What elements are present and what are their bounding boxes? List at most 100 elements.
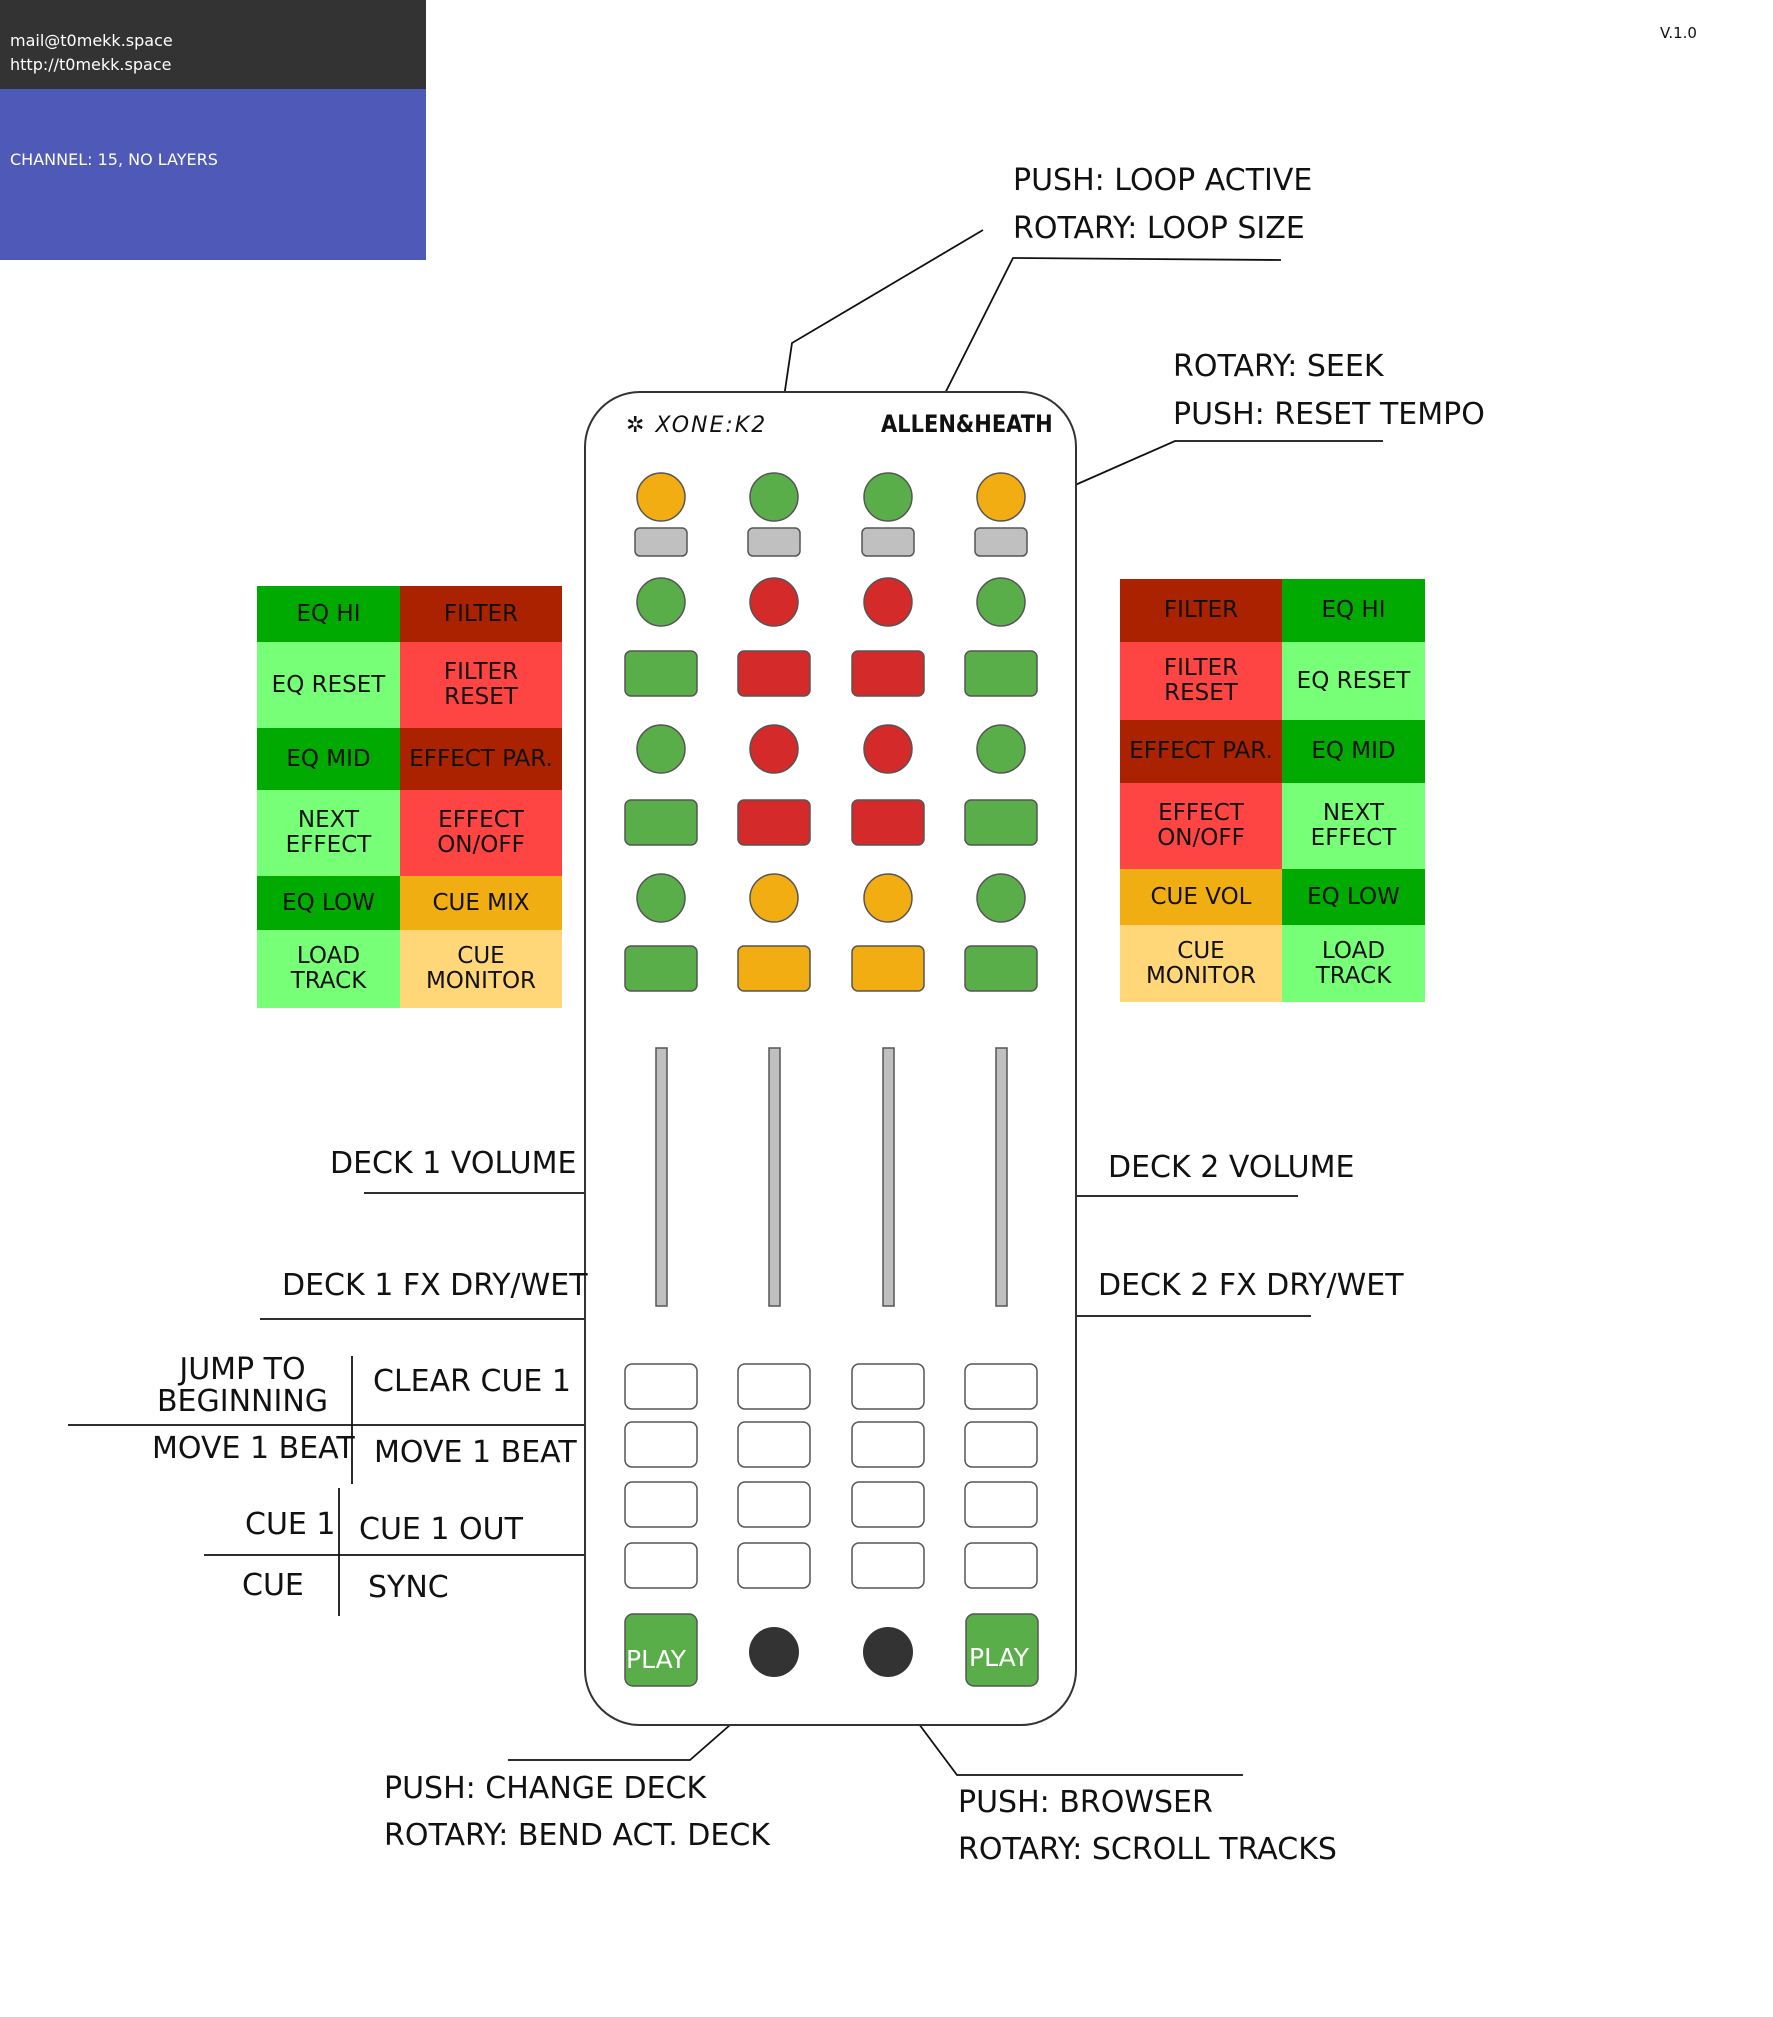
left-panel-eq-reset: EQ RESET	[257, 642, 400, 728]
pot-button-row1-1[interactable]	[624, 650, 698, 697]
browser-line	[903, 1703, 1243, 1776]
sync-label: SYNC	[368, 1570, 449, 1605]
right-panel-effect-onoff: EFFECT ON/OFF	[1120, 783, 1282, 869]
contact-website[interactable]: http://t0mekk.space	[10, 55, 172, 74]
browser-knob[interactable]	[863, 1627, 913, 1677]
pot-button-row3-2[interactable]	[737, 945, 811, 992]
pot-button-row3-4[interactable]	[964, 945, 1038, 992]
pot-knob-row3-2[interactable]	[749, 873, 799, 923]
left-panel-filter-reset: FILTER RESET	[400, 642, 562, 728]
pad-row2-1[interactable]	[624, 1421, 698, 1468]
fader-2[interactable]	[768, 1047, 781, 1307]
deck2-volume-label: DECK 2 VOLUME	[1108, 1150, 1355, 1185]
pad-row3-3[interactable]	[851, 1481, 925, 1528]
play-label-deck2: PLAY	[969, 1643, 1030, 1672]
controller-body	[584, 391, 1077, 1726]
pot-button-row1-4[interactable]	[964, 650, 1038, 697]
change-deck-knob[interactable]	[749, 1627, 799, 1677]
version-label: V.1.0	[1660, 24, 1697, 42]
encoder-button-2[interactable]	[747, 527, 801, 557]
change-deck-label: PUSH: CHANGE DECK	[384, 1771, 707, 1806]
pot-knob-row2-3[interactable]	[863, 724, 913, 774]
pot-knob-row2-4[interactable]	[976, 724, 1026, 774]
pad-row3-2[interactable]	[737, 1481, 811, 1528]
pad-row2-4[interactable]	[964, 1421, 1038, 1468]
play-button-deck1[interactable]	[624, 1613, 698, 1687]
pot-knob-row3-4[interactable]	[976, 873, 1026, 923]
pot-knob-row1-1[interactable]	[636, 577, 686, 627]
fader-1[interactable]	[655, 1047, 668, 1307]
brand-logo: ALLEN&HEATH	[881, 410, 1053, 438]
deck1-volume-label: DECK 1 VOLUME	[330, 1146, 577, 1181]
encoder-knob-4[interactable]	[976, 472, 1026, 522]
pot-knob-row2-2[interactable]	[749, 724, 799, 774]
pad-row3-4[interactable]	[964, 1481, 1038, 1528]
left-panel-next-effect: NEXT EFFECT	[257, 790, 400, 876]
cue-label: CUE	[242, 1568, 304, 1603]
encoder-knob-2[interactable]	[749, 472, 799, 522]
pot-knob-row1-4[interactable]	[976, 577, 1026, 627]
encoder-button-1[interactable]	[634, 527, 688, 557]
scroll-tracks-label: ROTARY: SCROLL TRACKS	[958, 1832, 1337, 1867]
encoder-knob-3[interactable]	[863, 472, 913, 522]
pot-button-row2-4[interactable]	[964, 799, 1038, 846]
jump-label: JUMP TO BEGINNING	[156, 1352, 329, 1419]
pad-row1-1[interactable]	[624, 1363, 698, 1410]
left-panel-eq-low: EQ LOW	[257, 876, 400, 930]
bend-label: ROTARY: BEND ACT. DECK	[384, 1818, 770, 1853]
pad-row4-2[interactable]	[737, 1542, 811, 1589]
pad-row1-2[interactable]	[737, 1363, 811, 1410]
right-panel-cue-monitor: CUE MONITOR	[1120, 925, 1282, 1002]
left-panel-cue-monitor: CUE MONITOR	[400, 930, 562, 1008]
pad-row4-3[interactable]	[851, 1542, 925, 1589]
encoder-button-4[interactable]	[974, 527, 1028, 557]
right-panel-eq-hi: EQ HI	[1282, 579, 1425, 642]
pad-row4-4[interactable]	[964, 1542, 1038, 1589]
pot-button-row2-1[interactable]	[624, 799, 698, 846]
play-label-deck1: PLAY	[626, 1645, 687, 1674]
pot-button-row3-3[interactable]	[851, 945, 925, 992]
encoder-button-3[interactable]	[861, 527, 915, 557]
pot-button-row1-2[interactable]	[737, 650, 811, 697]
pot-button-row2-3[interactable]	[851, 799, 925, 846]
contact-email[interactable]: mail@t0mekk.space	[10, 31, 173, 50]
deck2-fx-label: DECK 2 FX DRY/WET	[1098, 1268, 1404, 1303]
pot-button-row2-2[interactable]	[737, 799, 811, 846]
left-panel-load-track: LOAD TRACK	[257, 930, 400, 1008]
fader-3[interactable]	[882, 1047, 895, 1307]
pot-knob-row3-1[interactable]	[636, 873, 686, 923]
cue1-label: CUE 1	[245, 1507, 336, 1542]
right-panel-cue-vol: CUE VOL	[1120, 869, 1282, 925]
fader-4[interactable]	[995, 1047, 1008, 1307]
move-beat-left-label: MOVE 1 BEAT	[152, 1431, 355, 1466]
pad-row2-3[interactable]	[851, 1421, 925, 1468]
channel-box	[0, 89, 426, 260]
right-panel-eq-reset: EQ RESET	[1282, 642, 1425, 720]
pot-button-row3-1[interactable]	[624, 945, 698, 992]
pot-knob-row2-1[interactable]	[636, 724, 686, 774]
play-button-deck2[interactable]	[965, 1613, 1039, 1687]
move-beat-right-label: MOVE 1 BEAT	[374, 1435, 577, 1470]
left-panel-filter: FILTER	[400, 586, 562, 642]
right-panel-next-effect: NEXT EFFECT	[1282, 783, 1425, 869]
right-panel-eq-low: EQ LOW	[1282, 869, 1425, 925]
pad-row1-4[interactable]	[964, 1363, 1038, 1410]
pad-row4-1[interactable]	[624, 1542, 698, 1589]
pot-knob-row1-3[interactable]	[863, 577, 913, 627]
seek-rotary-label: ROTARY: SEEK	[1173, 349, 1384, 384]
seek-line	[1047, 440, 1383, 498]
browser-label: PUSH: BROWSER	[958, 1785, 1213, 1820]
pad-row2-2[interactable]	[737, 1421, 811, 1468]
pad-row3-1[interactable]	[624, 1481, 698, 1528]
pot-knob-row3-3[interactable]	[863, 873, 913, 923]
right-panel-filter-reset: FILTER RESET	[1120, 642, 1282, 720]
model-name: XONE:K2	[655, 413, 768, 438]
channel-info: CHANNEL: 15, NO LAYERS	[10, 150, 218, 169]
right-panel-eq-mid: EQ MID	[1282, 720, 1425, 783]
pot-knob-row1-2[interactable]	[749, 577, 799, 627]
left-panel-effect-par: EFFECT PAR.	[400, 728, 562, 790]
pot-button-row1-3[interactable]	[851, 650, 925, 697]
encoder-knob-1[interactable]	[636, 472, 686, 522]
pad-row1-3[interactable]	[851, 1363, 925, 1410]
